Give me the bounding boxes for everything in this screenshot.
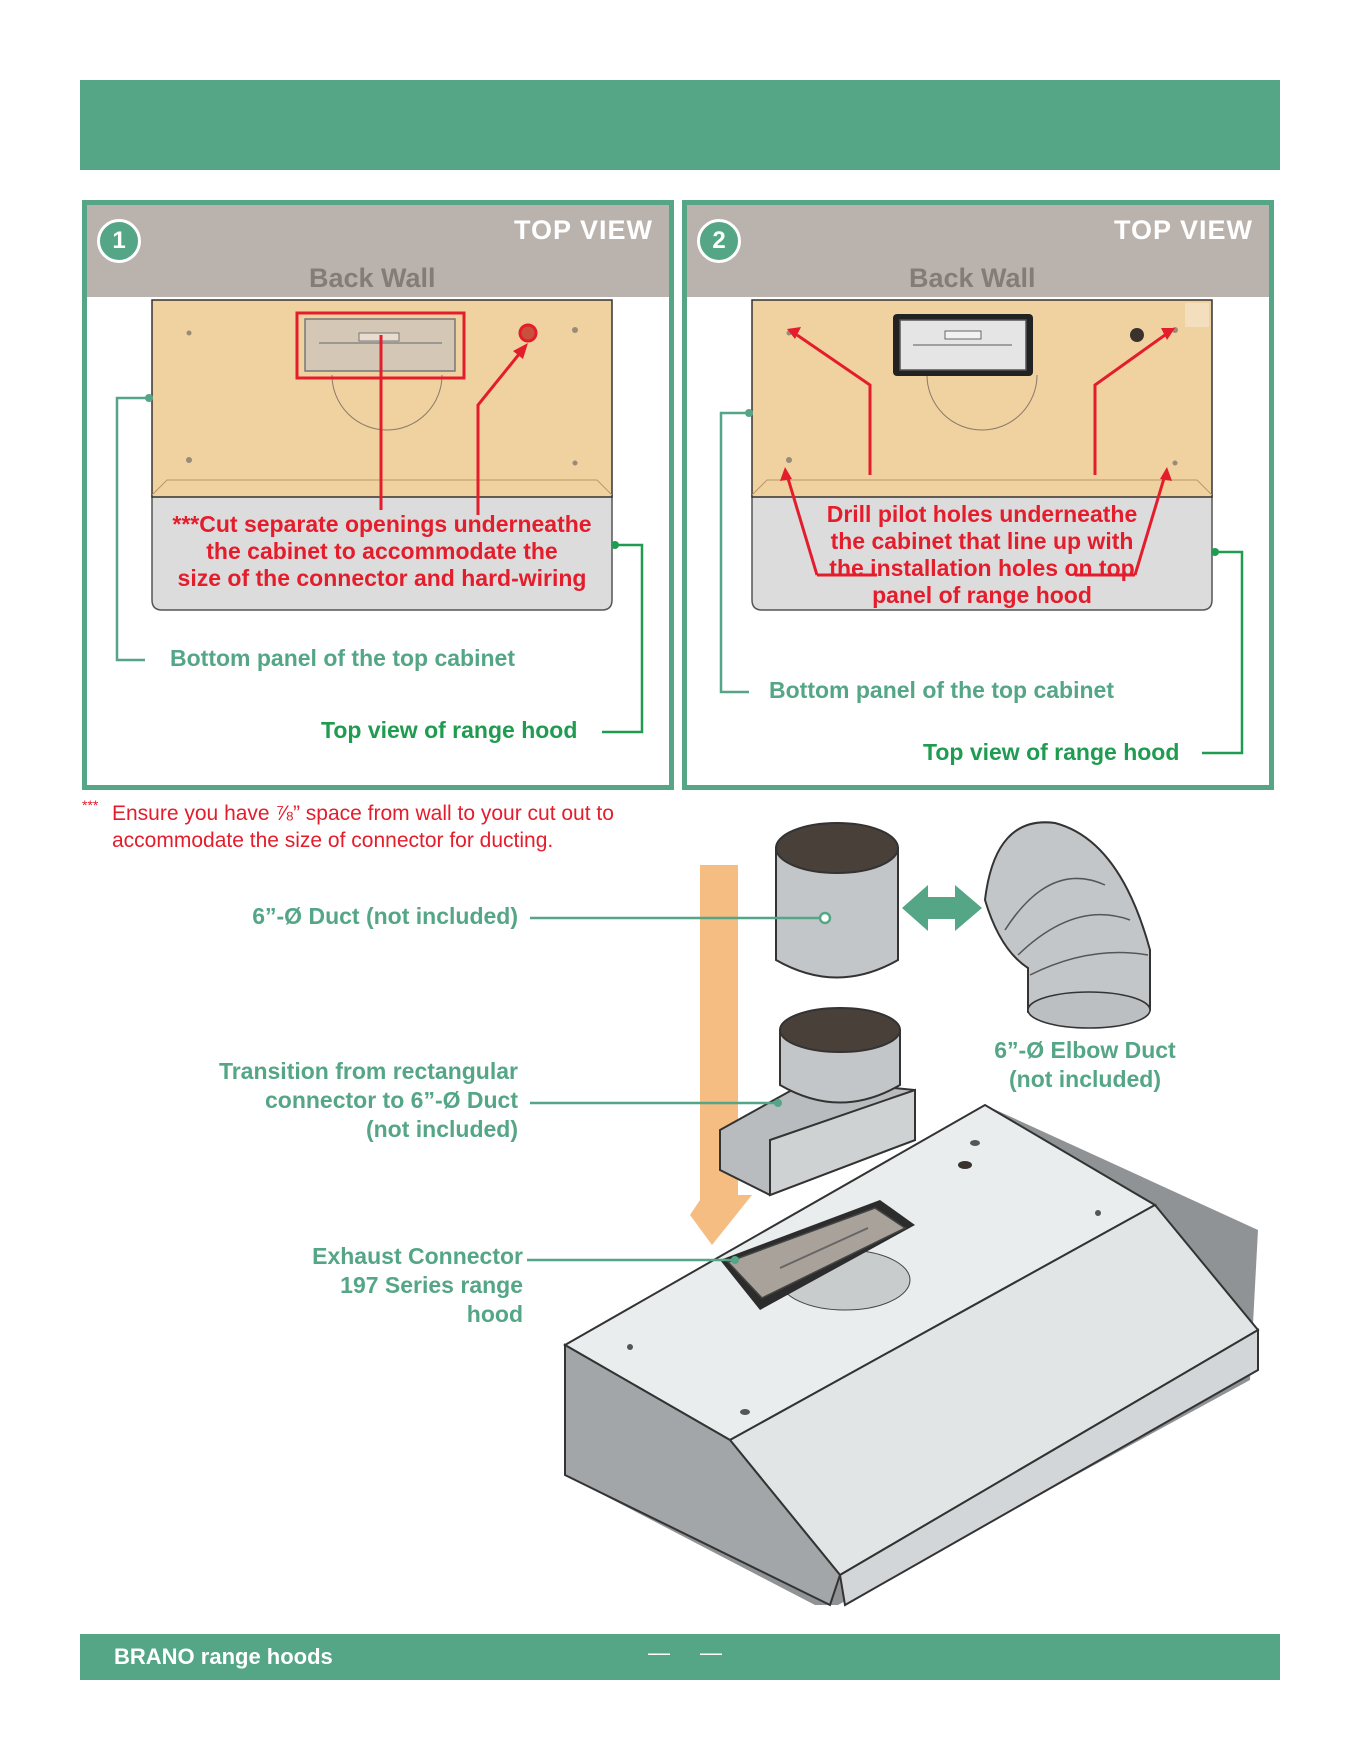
top-view-label: TOP VIEW <box>513 215 653 245</box>
step-number-2: 2 <box>697 219 741 263</box>
back-wall-band <box>87 205 669 297</box>
cut-openings-note: ***Cut separate openings underneathe the… <box>172 511 592 591</box>
exhaust-connector-label: Exhaust Connector 197 Series range hood <box>312 1243 523 1327</box>
step-1-drawing <box>115 299 644 734</box>
range-hood-top <box>751 494 1213 611</box>
duct-outline <box>331 374 443 431</box>
install-direction-arrow <box>690 865 752 1245</box>
swap-arrow <box>902 885 982 931</box>
note-marker: *** <box>82 797 99 813</box>
step-1-panel: 1 TOP VIEW Back Wall ***Cut separate ope… <box>82 200 674 790</box>
drill-pilot-note: Drill pilot holes underneathe the cabine… <box>826 501 1138 608</box>
wiring-hole <box>1130 328 1144 342</box>
range-hood-body-shadow <box>565 1105 1258 1605</box>
step-number-1: 1 <box>97 219 141 263</box>
wiring-hole <box>518 323 538 343</box>
range-hood-side <box>564 1343 842 1607</box>
bottom-panel-label: Bottom panel of the top cabinet <box>769 677 1114 703</box>
exhaust-connector-hood <box>726 1207 907 1299</box>
header-bar <box>80 80 1280 170</box>
back-wall-label: Back Wall <box>309 263 436 293</box>
duct-label: 6”-Ø Duct (not included) <box>252 903 518 929</box>
range-hood-front-slope <box>728 1203 1260 1577</box>
range-hood-label: Top view of range hood <box>321 717 578 743</box>
footer-dash-2: — <box>700 1640 722 1665</box>
footer-bar <box>80 1634 1280 1680</box>
footer-dash-1: — <box>648 1640 670 1665</box>
back-wall-band <box>687 205 1269 297</box>
bottom-panel-label: Bottom panel of the top cabinet <box>170 645 515 671</box>
footer-brand: BRANO range hoods <box>114 1644 333 1669</box>
straight-duct <box>775 847 899 979</box>
range-hood-top-surface <box>562 1103 1158 1442</box>
elbow-duct <box>983 821 1151 1027</box>
transition-label: Transition from rectangular connector to… <box>218 1058 518 1142</box>
elbow-duct-label: 6”-Ø Elbow Duct (not included) <box>994 1037 1176 1092</box>
top-view-label: TOP VIEW <box>1113 215 1253 245</box>
step-2-drawing <box>719 299 1244 755</box>
range-hood-top <box>151 494 613 611</box>
range-hood-label: Top view of range hood <box>923 739 1180 765</box>
step-2-panel: 2 TOP VIEW Back Wall Drill p <box>682 200 1274 790</box>
ensure-space-note: Ensure you have ⅞” space from wall to yo… <box>112 802 614 852</box>
back-wall-label: Back Wall <box>909 263 1036 293</box>
transition-piece <box>719 1078 916 1197</box>
duct-outline <box>926 374 1038 431</box>
